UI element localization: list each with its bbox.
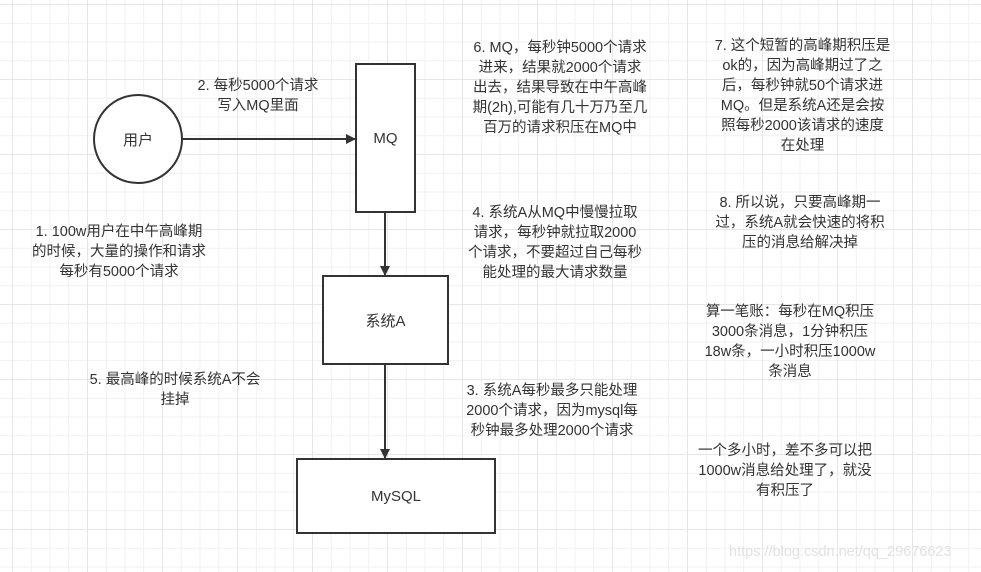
- mq-node-label: MQ: [373, 129, 398, 147]
- note-5-no-crash: 5. 最高峰的时候系统A不会 挂掉: [89, 372, 261, 408]
- system-a-node-box[interactable]: [322, 275, 449, 365]
- note-one-hour-recovery: 一个多小时，差不多可以把 1000w消息给处理了，就没 有积压了: [698, 443, 872, 499]
- note-calculation: 算一笔账：每秒在MQ积压 3000条消息，1分钟积压 18w条，一小时积压100…: [704, 304, 876, 380]
- user-node-label: 用户: [122, 131, 153, 149]
- note-8-backlog-resolved: 8. 所以说，只要高峰期一 过，系统A就会快速的将积 压的消息给解决掉: [715, 195, 885, 251]
- system-a-node-label: 系统A: [365, 312, 406, 330]
- note-2-write-mq: 2. 每秒5000个请求 写入MQ里面: [197, 78, 319, 114]
- mysql-node-label: MySQL: [370, 487, 421, 505]
- mysql-node-box[interactable]: [296, 458, 496, 534]
- note-1-peak-users: 1. 100w用户在中午高峰期 的时候，大量的操作和请求 每秒有5000个请求: [32, 224, 206, 280]
- note-7-short-backlog-ok: 7. 这个短暂的高峰期积压是 ok的，因为高峰期过了之 后，每秒钟就50个请求进…: [714, 38, 891, 154]
- note-3-system-a-limit: 3. 系统A每秒最多只能处理 2000个请求，因为mysql每 秒钟最多处理20…: [466, 383, 638, 439]
- note-4-pull-from-mq: 4. 系统A从MQ中慢慢拉取 请求，每秒钟就拉取2000 个请求，不要超过自己每…: [468, 205, 642, 281]
- watermark-text: https://blog.csdn.net/qq_29676623: [729, 544, 952, 560]
- note-6-mq-backlog: 6. MQ，每秒钟5000个请求 进来，结果就2000个请求 出去，结果导致在中…: [472, 40, 648, 136]
- mq-node-box[interactable]: [355, 63, 416, 213]
